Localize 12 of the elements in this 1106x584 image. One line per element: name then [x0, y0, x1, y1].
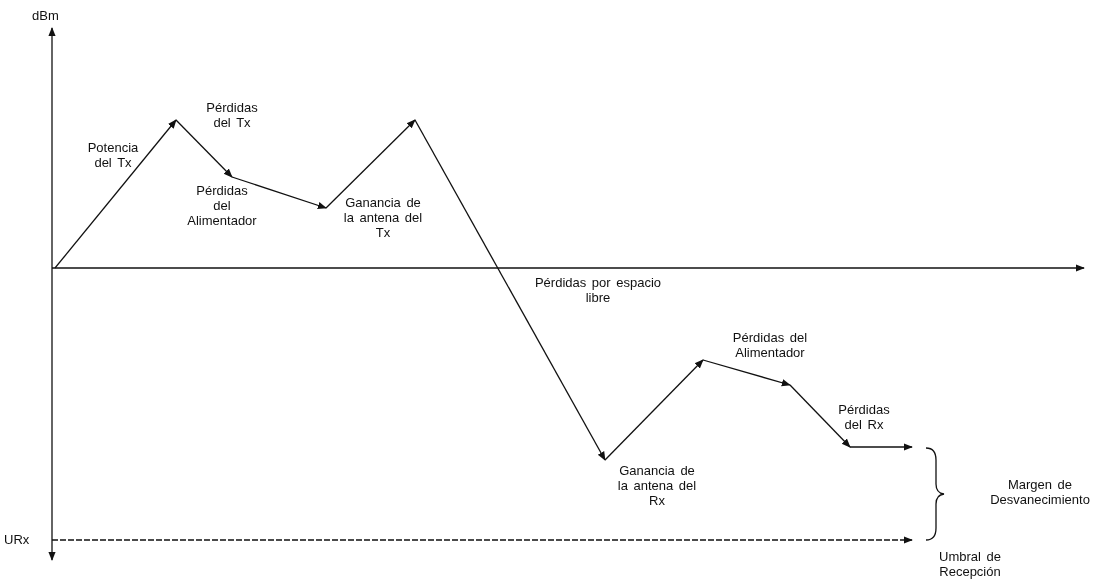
annotation-label: Margen de Desvanecimiento — [989, 477, 1091, 507]
axis-label: dBm — [32, 8, 60, 23]
segment-label: Pérdidas del Tx — [205, 100, 259, 130]
annotation-label: Umbral de Recepción — [938, 549, 1002, 579]
segment-label: Potencia del Tx — [86, 140, 140, 170]
segment-label: Pérdidas por espacio libre — [533, 275, 663, 305]
segment-label: Pérdidas del Rx — [837, 402, 891, 432]
segment-label: Pérdidas del Alimentador — [731, 330, 809, 360]
axis-label: URx — [4, 532, 31, 547]
segment-label: Ganancia de la antena del Rx — [616, 463, 698, 508]
segment-label: Ganancia de la antena del Tx — [342, 195, 424, 240]
segment-label: Pérdidas del Alimentador — [186, 183, 258, 228]
